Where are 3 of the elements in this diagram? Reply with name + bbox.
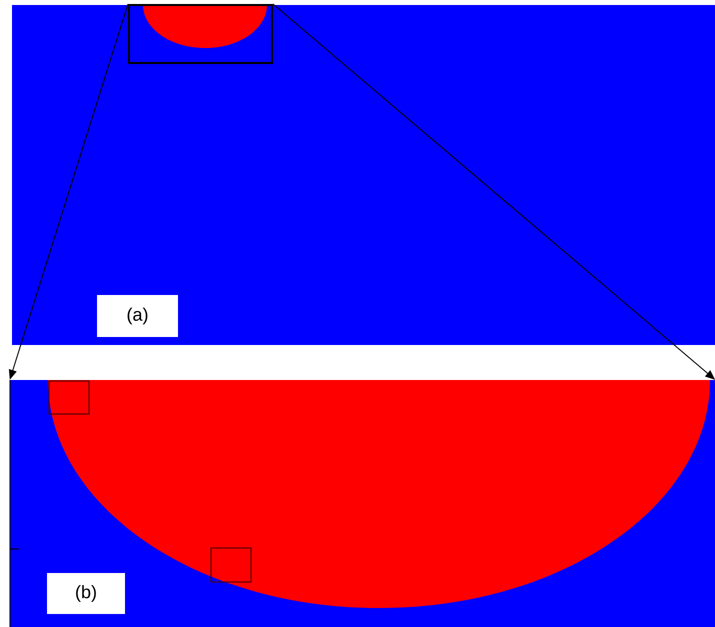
zoom-box [128,4,273,64]
panel-label: (b) [47,573,125,614]
panel-label: (a) [97,295,178,337]
